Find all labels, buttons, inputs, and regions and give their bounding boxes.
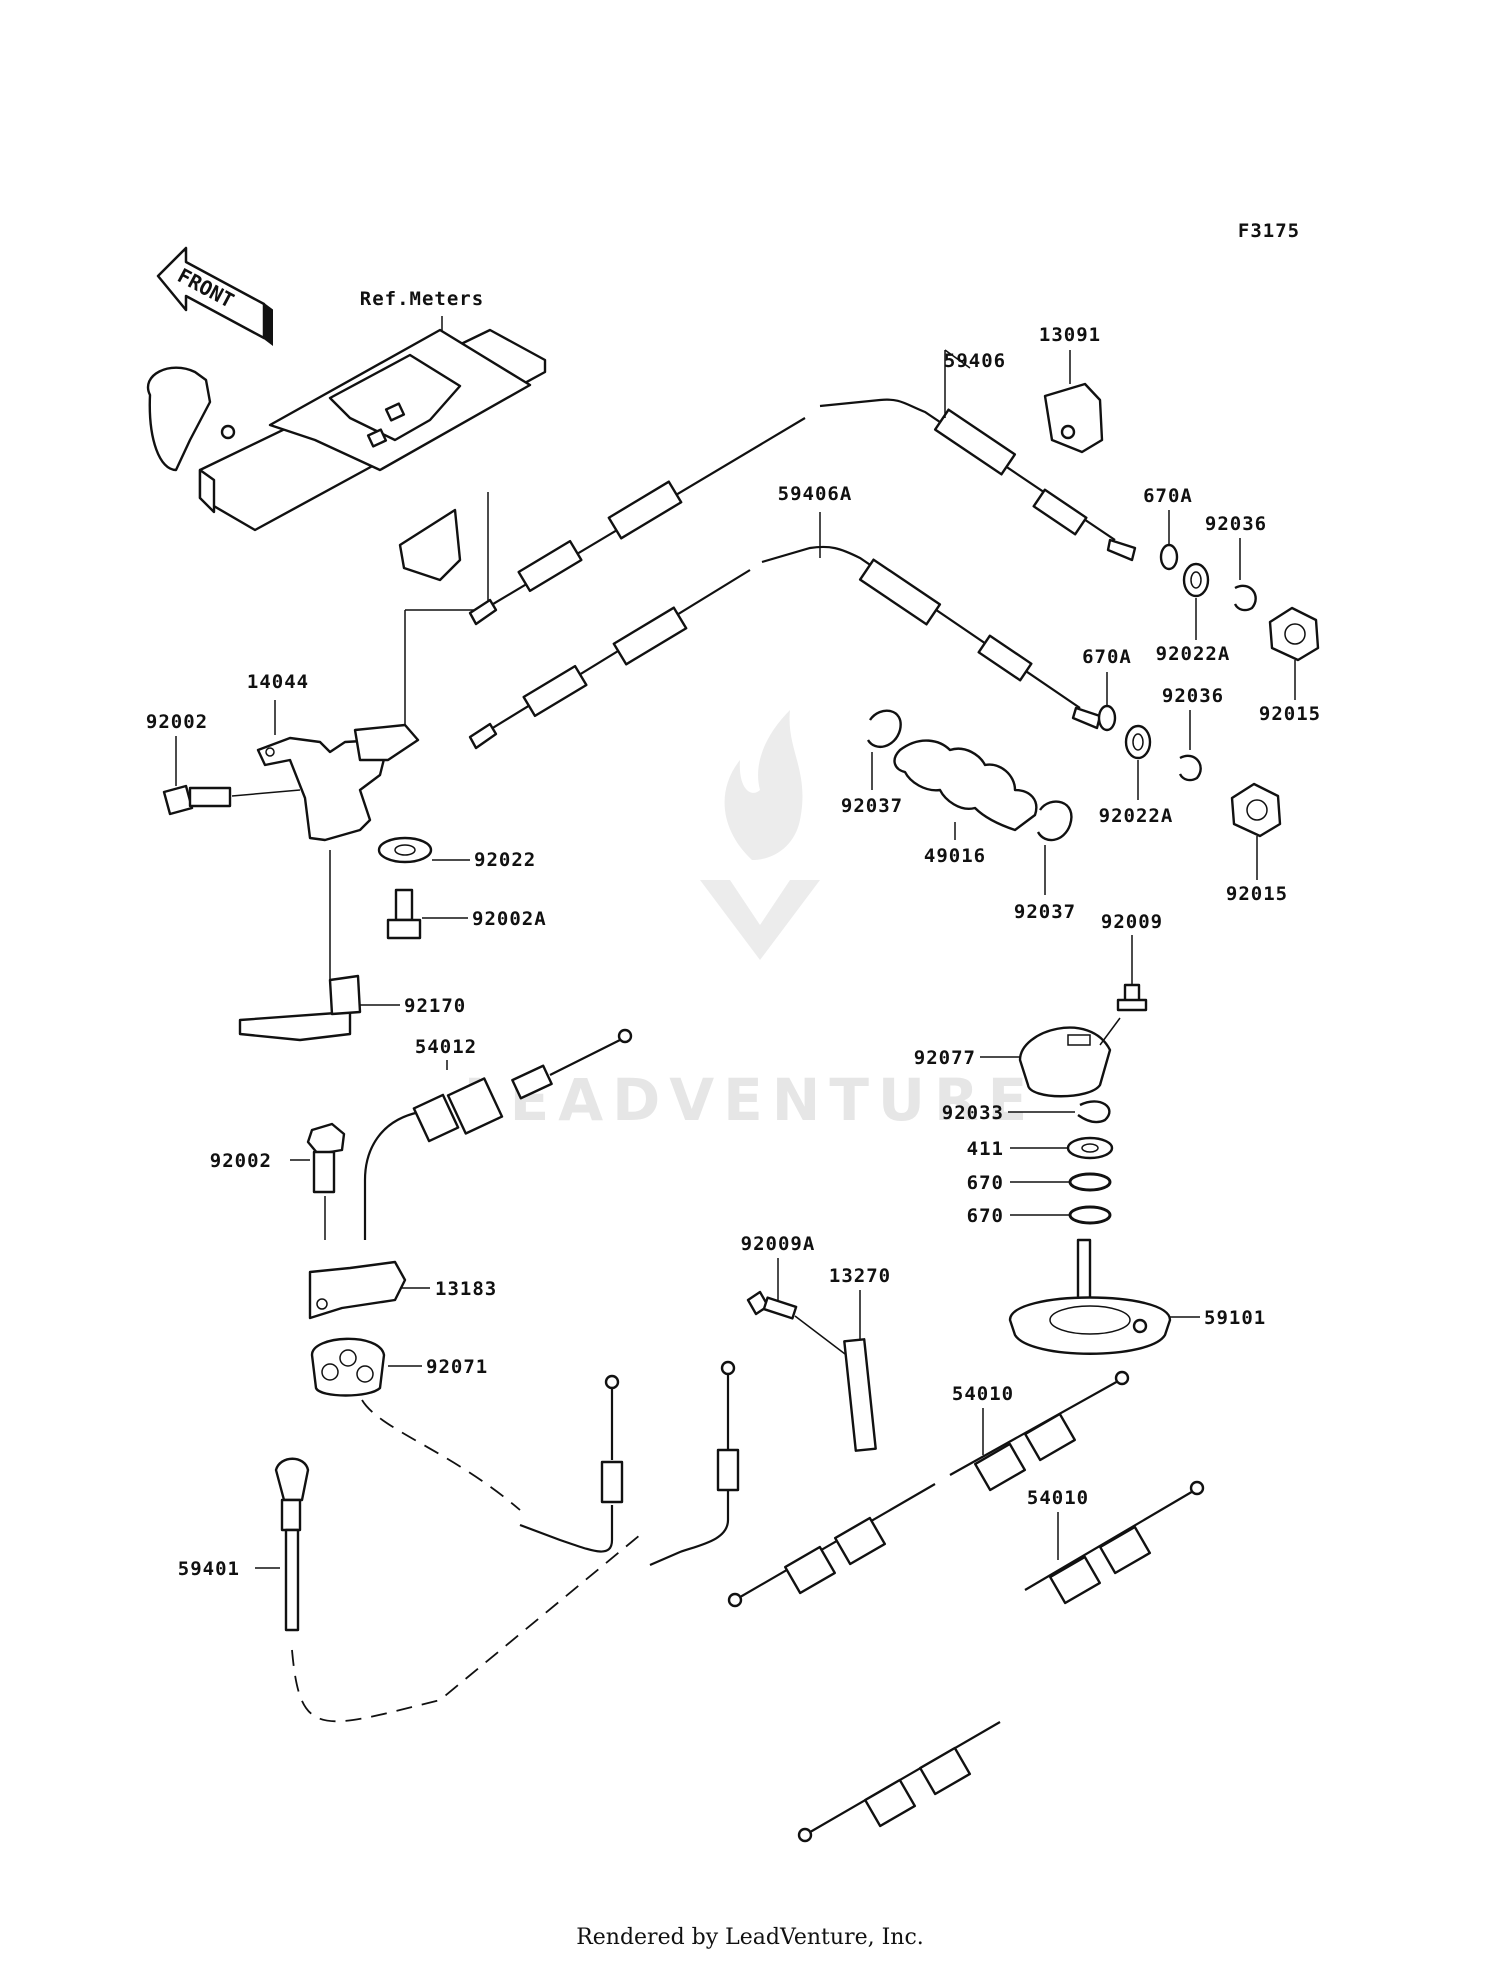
cable-54010-1 [727,1370,1130,1608]
block-13091 [1043,382,1104,454]
front-arrow-icon: FRONT [156,246,273,346]
washer-92022 [377,836,433,864]
figure-code: F3175 [1238,220,1300,242]
bracket-92170 [238,974,362,1042]
label-59401: 59401 [178,1558,240,1580]
label-92002-1: 92002 [146,711,208,733]
washer-411 [1066,1136,1114,1160]
label-92037-1: 92037 [841,795,903,817]
label-13270: 13270 [829,1265,891,1287]
oring-670A-1 [1159,543,1179,571]
label-54010-1: 54010 [952,1383,1014,1405]
label-13091: 13091 [1039,324,1101,346]
ref-meters-label: Ref.Meters [360,288,484,310]
label-92170: 92170 [404,995,466,1017]
cable-54010-2 [797,1480,1205,1843]
label-670A-1: 670A [1143,485,1193,507]
label-59406A: 59406A [778,483,853,505]
watermark-text: LEADVENTURE [464,1066,1037,1134]
screw-92009 [1116,983,1148,1012]
label-92033: 92033 [942,1102,1004,1124]
screw-92009A [746,1290,798,1320]
label-92077: 92077 [914,1047,976,1069]
nut-92015-1 [1268,606,1320,662]
label-670-1: 670 [967,1172,1004,1194]
label-92022A-2: 92022A [1099,805,1174,827]
oring-670-2 [1068,1205,1112,1225]
oring-670-1 [1068,1172,1112,1192]
label-54012: 54012 [415,1036,477,1058]
washer-92022A-2 [1124,724,1152,760]
cable-lower-a [519,1374,624,1553]
cable-lower-b [649,1360,740,1567]
label-92009A: 92009A [741,1233,816,1255]
label-92009: 92009 [1101,911,1163,933]
bracket-14044 [256,723,420,842]
label-92015-2: 92015 [1226,883,1288,905]
nut-92015-2 [1230,782,1282,838]
knob-base-59101 [1008,1238,1172,1355]
cable-59406A [468,545,1102,750]
label-92002-2: 92002 [210,1150,272,1172]
label-92036-2: 92036 [1162,685,1224,707]
label-92037-2: 92037 [1014,901,1076,923]
bolt-92002A [386,888,422,940]
knob-92077 [1018,1026,1112,1098]
cable-59406 [468,398,1137,626]
grommet-92071 [310,1337,386,1397]
clamp-92037-1 [866,709,902,749]
oring-670A-2 [1097,704,1117,732]
label-14044: 14044 [247,671,309,693]
plate-13183 [308,1260,407,1320]
footer-credit: Rendered by LeadVenture, Inc. [576,1925,924,1950]
meter-bracket [146,328,547,582]
clip-92036-2 [1178,754,1202,782]
label-92022: 92022 [474,849,536,871]
clip-92033 [1077,1100,1111,1124]
label-92036-1: 92036 [1205,513,1267,535]
bolt-92002-1 [162,784,232,816]
label-49016: 49016 [924,845,986,867]
clamp-92037-2 [1036,800,1073,842]
label-59406: 59406 [944,350,1006,372]
label-92015-1: 92015 [1259,703,1321,725]
bolt-92002-2 [306,1122,346,1194]
label-92071: 92071 [426,1356,488,1378]
watermark: LEADVENTURE [464,710,1037,1134]
label-670-2: 670 [967,1205,1004,1227]
label-670A-2: 670A [1082,646,1132,668]
label-54010-2: 54010 [1027,1487,1089,1509]
washer-92022A-1 [1182,562,1210,598]
knob-59401 [274,1457,310,1632]
label-411: 411 [967,1138,1004,1160]
clip-92036-1 [1233,584,1257,612]
plate-13270 [843,1338,877,1452]
label-92022A-1: 92022A [1156,643,1231,665]
cable-54012 [363,1028,633,1240]
label-59101: 59101 [1204,1307,1266,1329]
label-13183: 13183 [435,1278,497,1300]
label-92002A: 92002A [472,908,547,930]
boot-49016 [893,739,1038,840]
